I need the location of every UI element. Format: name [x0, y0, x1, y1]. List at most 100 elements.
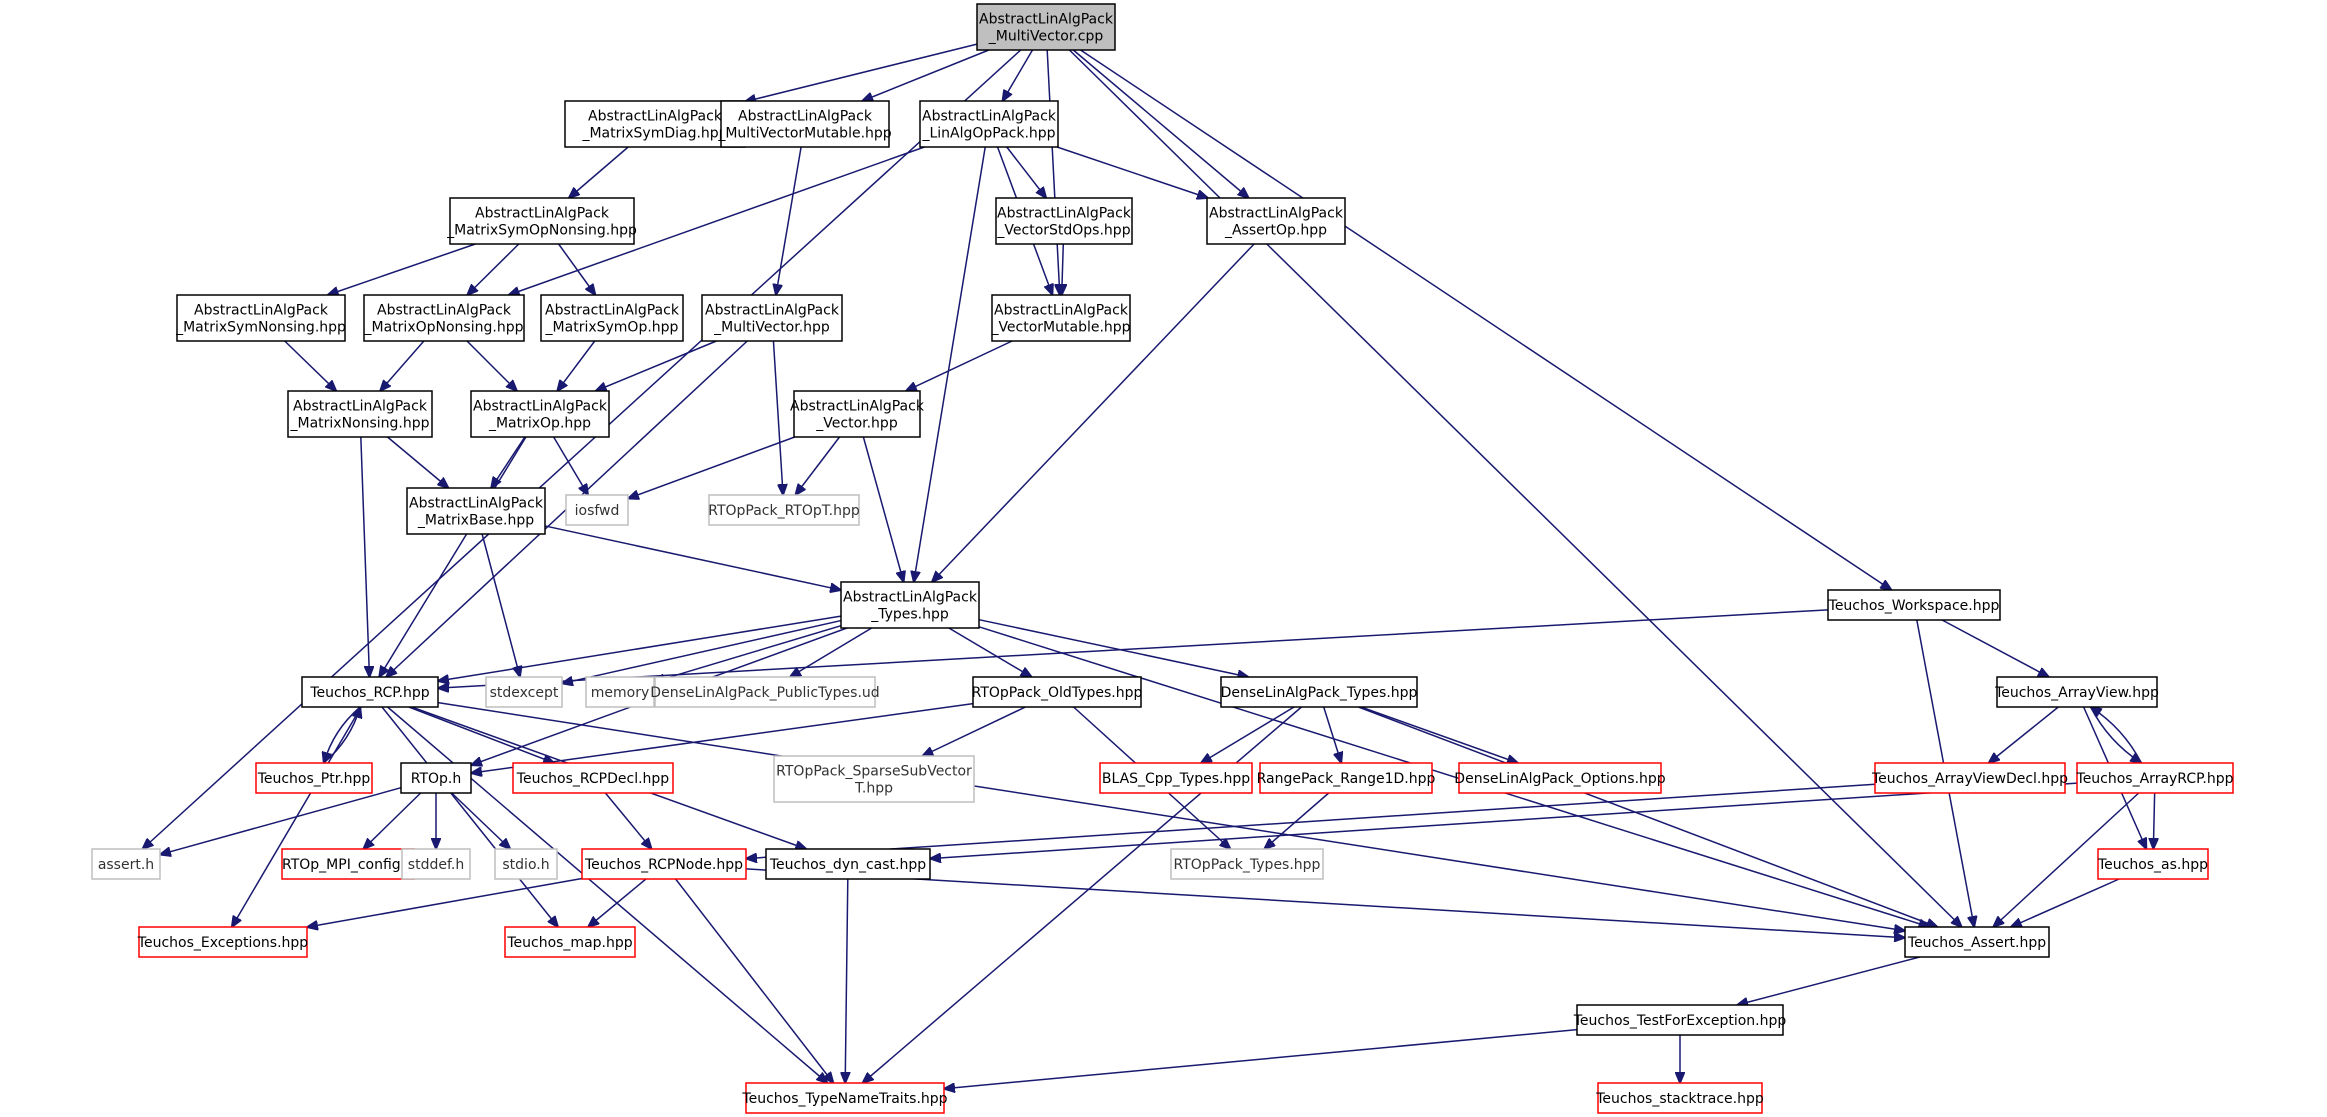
node-rcpnode[interactable]: Teuchos_RCPNode.hpp [581, 848, 747, 880]
node-label: AbstractLinAlgPack [790, 399, 925, 415]
node-box [1576, 1004, 1784, 1036]
node-multivector_hpp[interactable]: AbstractLinAlgPack_MultiVector.hpp [701, 294, 843, 342]
node-box [281, 848, 415, 880]
node-types[interactable]: AbstractLinAlgPack_Types.hpp [840, 581, 980, 629]
node-matrixopnonsing[interactable]: AbstractLinAlgPack_MatrixOpNonsing.hpp [363, 294, 525, 342]
node-mpi_config[interactable]: RTOp_MPI_config.h [281, 848, 415, 880]
node-label: DenseLinAlgPack_Types.hpp [1221, 685, 1418, 701]
node-label: AbstractLinAlgPack [705, 303, 840, 319]
node-label: _MultiVectorMutable.hpp [717, 126, 891, 142]
node-label: assert.h [98, 857, 154, 873]
edge-rcpnode-to-teuchos_assert [745, 868, 1905, 938]
edge-multivector_cpp-to-workspace [1080, 49, 1892, 590]
node-dense_options[interactable]: DenseLinAlgPack_Options.hpp [1454, 762, 1666, 794]
node-workspace[interactable]: Teuchos_Workspace.hpp [1827, 589, 2001, 621]
node-denselinalgpack_types[interactable]: DenseLinAlgPack_Types.hpp [1220, 676, 1418, 708]
node-oldtypes[interactable]: RTOpPack_OldTypes.hpp [972, 676, 1143, 708]
node-stacktrace[interactable]: Teuchos_stacktrace.hpp [1595, 1082, 1764, 1114]
node-testforexception[interactable]: Teuchos_TestForException.hpp [1573, 1004, 1787, 1036]
edge-matrixopnonsing-to-matrixop [466, 340, 517, 391]
edge-matrixsymnonsing-to-matrixnonsing [284, 340, 337, 391]
edge-types-to-denselinalgpack_types [978, 618, 1248, 677]
node-teuchos_as[interactable]: Teuchos_as.hpp [2097, 848, 2209, 880]
edge-rtop_h-to-stdio [451, 792, 511, 849]
edge-matrixnonsing-to-teuchos_rcp [360, 436, 370, 677]
node-stdexcept: stdexcept [485, 676, 563, 708]
node-dyn_cast[interactable]: Teuchos_dyn_cast.hpp [765, 848, 931, 880]
node-rtop_h[interactable]: RTOp.h [400, 762, 472, 794]
node-typenametraits[interactable]: Teuchos_TypeNameTraits.hpp [741, 1082, 948, 1114]
node-vectormutable[interactable]: AbstractLinAlgPack_VectorMutable.hpp [990, 294, 1131, 342]
node-rtoppack_types: RTOpPack_Types.hpp [1170, 848, 1324, 880]
edge-arrayviewdecl-to-rcpnode [746, 783, 1876, 858]
node-label: BLAS_Cpp_Types.hpp [1102, 771, 1250, 787]
edges-layer [142, 43, 2154, 1089]
node-iosfwd: iosfwd [565, 494, 629, 526]
node-teuchos_rcp[interactable]: Teuchos_RCP.hpp [301, 676, 439, 708]
node-label: AbstractLinAlgPack [588, 109, 723, 125]
node-label: RTOp_MPI_config.h [282, 857, 414, 873]
edge-oldtypes-to-sparsesubvector [922, 706, 1026, 756]
node-box [1259, 762, 1433, 794]
node-box [995, 197, 1133, 245]
node-vector[interactable]: AbstractLinAlgPack_Vector.hpp [790, 390, 925, 438]
node-box [1220, 676, 1418, 708]
node-label: AbstractLinAlgPack [994, 303, 1129, 319]
node-vectorstdops[interactable]: AbstractLinAlgPack_VectorStdOps.hpp [995, 197, 1133, 245]
node-map[interactable]: Teuchos_map.hpp [504, 926, 636, 958]
edge-workspace-to-arrayview [1941, 619, 2049, 677]
edge-teuchos_rcp-to-ptr [324, 706, 361, 763]
node-teuchos_assert[interactable]: Teuchos_Assert.hpp [1904, 926, 2050, 958]
edge-teuchos_rcp-to-rcpdecl [408, 706, 554, 763]
node-box [1874, 762, 2066, 794]
node-label: Teuchos_RCPNode.hpp [584, 857, 743, 873]
edge-denselinalgpack_types-to-teuchos_assert [1358, 706, 1937, 927]
node-box [708, 494, 860, 526]
node-arrayview[interactable]: Teuchos_ArrayView.hpp [1994, 676, 2159, 708]
node-box [176, 294, 346, 342]
edge-matrixbase-to-stdexcept [481, 533, 520, 677]
node-matrixsymdiag[interactable]: AbstractLinAlgPack_MatrixSymDiag.hpp [564, 100, 746, 148]
node-box [1827, 589, 2001, 621]
node-assertop[interactable]: AbstractLinAlgPack_AssertOp.hpp [1206, 197, 1346, 245]
node-label: Teuchos_ArrayView.hpp [1994, 685, 2159, 701]
node-label: AbstractLinAlgPack [738, 109, 873, 125]
node-label: _MatrixSymDiag.hpp [581, 126, 727, 142]
node-rcpdecl[interactable]: Teuchos_RCPDecl.hpp [512, 762, 674, 794]
node-matrixsymnonsing[interactable]: AbstractLinAlgPack_MatrixSymNonsing.hpp [175, 294, 346, 342]
node-label: _VectorStdOps.hpp [996, 223, 1130, 239]
edge-denselinalgpack_types-to-dense_options [1360, 706, 1518, 763]
node-box [1206, 197, 1346, 245]
node-arrayviewdecl[interactable]: Teuchos_ArrayViewDecl.hpp [1871, 762, 2068, 794]
edge-matrixop-to-matrixbase [491, 436, 526, 488]
node-matrixop[interactable]: AbstractLinAlgPack_MatrixOp.hpp [470, 390, 610, 438]
node-label: AbstractLinAlgPack [409, 496, 544, 512]
node-matrixsymop[interactable]: AbstractLinAlgPack_MatrixSymOp.hpp [540, 294, 684, 342]
node-multivectormutable[interactable]: AbstractLinAlgPack_MultiVectorMutable.hp… [717, 100, 892, 148]
node-label: Teuchos_ArrayViewDecl.hpp [1871, 771, 2068, 787]
node-label: Teuchos_dyn_cast.hpp [769, 857, 926, 873]
node-matrixnonsing[interactable]: AbstractLinAlgPack_MatrixNonsing.hpp [287, 390, 433, 438]
node-box [301, 676, 439, 708]
node-box [138, 926, 308, 958]
edge-teuchos_rcp-to-teuchos_assert [437, 701, 1905, 931]
node-linalgoppack[interactable]: AbstractLinAlgPack_LinAlgOpPack.hpp [919, 100, 1059, 148]
node-label: _MatrixBase.hpp [417, 513, 534, 529]
node-label: stddef.h [408, 857, 464, 873]
node-arrayrcp[interactable]: Teuchos_ArrayRCP.hpp [2076, 762, 2234, 794]
node-box [2076, 762, 2234, 794]
node-box [701, 294, 843, 342]
edge-types-to-publictypes [790, 627, 873, 677]
node-label: memory [591, 685, 650, 701]
node-matrixsymopnonsing[interactable]: AbstractLinAlgPack_MatrixSymOpNonsing.hp… [446, 197, 637, 245]
edge-rcpdecl-to-rcpnode [604, 792, 651, 849]
edge-dyn_cast-to-typenametraits [845, 878, 848, 1083]
node-exceptions[interactable]: Teuchos_Exceptions.hpp [137, 926, 308, 958]
edge-types-to-memory [654, 624, 842, 682]
node-ptr[interactable]: Teuchos_Ptr.hpp [255, 762, 373, 794]
node-range1d[interactable]: RangePack_Range1D.hpp [1257, 762, 1436, 794]
node-blas[interactable]: BLAS_Cpp_Types.hpp [1099, 762, 1253, 794]
node-label: Teuchos_TypeNameTraits.hpp [741, 1091, 947, 1107]
node-matrixbase[interactable]: AbstractLinAlgPack_MatrixBase.hpp [406, 487, 546, 535]
node-multivector_cpp[interactable]: AbstractLinAlgPack_MultiVector.cpp [976, 3, 1116, 51]
